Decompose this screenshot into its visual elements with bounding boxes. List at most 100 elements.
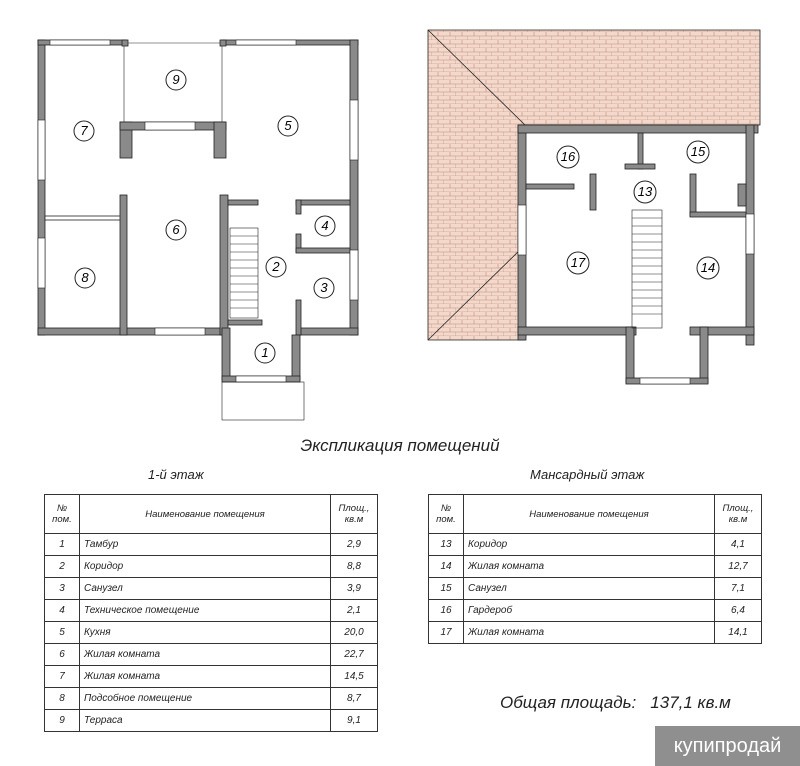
row-number: 1 xyxy=(44,533,80,556)
row-number: 8 xyxy=(44,687,80,710)
row-area: 20,0 xyxy=(330,621,378,644)
row-number: 4 xyxy=(44,599,80,622)
room-label-17: 17 xyxy=(566,251,590,275)
total-label: Общая площадь: xyxy=(500,693,637,712)
floor-plans: 7 9 5 6 4 2 3 8 1 xyxy=(37,29,761,421)
row-area: 2,9 xyxy=(330,533,378,556)
attic-floor-plan xyxy=(427,29,761,385)
row-name: Жилая комната xyxy=(463,555,715,578)
col-name: Наименование помещения xyxy=(79,494,331,534)
col-name: Наименование помещения xyxy=(463,494,715,534)
first-floor-windows xyxy=(37,39,359,383)
first-floor-room-labels: 7 9 5 6 4 2 3 8 1 xyxy=(73,69,336,364)
row-area: 12,7 xyxy=(714,555,762,578)
row-area: 7,1 xyxy=(714,577,762,600)
row-name: Коридор xyxy=(79,555,331,578)
attic-room-labels: 16 15 13 17 14 xyxy=(556,140,720,280)
room-label-5: 5 xyxy=(277,115,299,137)
row-area: 4,1 xyxy=(714,533,762,556)
row-area: 6,4 xyxy=(714,599,762,622)
room-label-15: 15 xyxy=(686,140,710,164)
col-area: Площ., кв.м xyxy=(714,494,762,534)
room-number: 9 xyxy=(172,72,179,87)
room-number: 4 xyxy=(321,218,328,233)
row-name: Техническое помещение xyxy=(79,599,331,622)
row-area: 8,8 xyxy=(330,555,378,578)
room-number: 14 xyxy=(701,260,715,275)
watermark-badge: купипродай xyxy=(655,726,800,766)
row-area: 9,1 xyxy=(330,709,378,732)
room-label-13: 13 xyxy=(633,180,657,204)
col-num: № пом. xyxy=(44,494,80,534)
row-name: Коридор xyxy=(463,533,715,556)
row-name: Гардероб xyxy=(463,599,715,622)
row-number: 15 xyxy=(428,577,464,600)
room-number: 16 xyxy=(561,149,576,164)
room-number: 15 xyxy=(691,144,706,159)
room-number: 2 xyxy=(271,259,280,274)
row-name: Жилая комната xyxy=(463,621,715,644)
room-label-14: 14 xyxy=(696,256,720,280)
room-number: 13 xyxy=(638,184,653,199)
room-number: 6 xyxy=(172,222,180,237)
row-name: Тамбур xyxy=(79,533,331,556)
room-label-4: 4 xyxy=(314,215,336,237)
row-area: 14,1 xyxy=(714,621,762,644)
room-number: 1 xyxy=(261,345,268,360)
room-number: 17 xyxy=(571,255,586,270)
row-name: Жилая комната xyxy=(79,665,331,688)
row-number: 16 xyxy=(428,599,464,622)
row-area: 14,5 xyxy=(330,665,378,688)
col-area: Площ., кв.м xyxy=(330,494,378,534)
row-number: 2 xyxy=(44,555,80,578)
room-number: 7 xyxy=(80,123,88,138)
row-area: 3,9 xyxy=(330,577,378,600)
room-label-6: 6 xyxy=(165,219,187,241)
row-name: Жилая комната xyxy=(79,643,331,666)
attic-label: Мансардный этаж xyxy=(530,467,645,482)
room-number: 8 xyxy=(81,270,89,285)
row-name: Кухня xyxy=(79,621,331,644)
row-area: 22,7 xyxy=(330,643,378,666)
row-number: 13 xyxy=(428,533,464,556)
row-number: 17 xyxy=(428,621,464,644)
room-label-3: 3 xyxy=(313,277,335,299)
attic-table: № пом. Наименование помещения Площ., кв.… xyxy=(428,494,762,644)
total-value: 137,1 кв.м xyxy=(650,693,731,712)
row-name: Санузел xyxy=(463,577,715,600)
row-number: 9 xyxy=(44,709,80,732)
room-label-2: 2 xyxy=(265,256,287,278)
row-number: 14 xyxy=(428,555,464,578)
table-header: № пом. Наименование помещения Площ., кв.… xyxy=(428,494,762,534)
explication-title: Экспликация помещений xyxy=(300,436,500,455)
room-label-9: 9 xyxy=(165,69,187,91)
room-label-1: 1 xyxy=(254,342,276,364)
room-label-7: 7 xyxy=(73,120,95,142)
total-area: Общая площадь: 137,1 кв.м xyxy=(500,693,731,713)
col-num: № пом. xyxy=(428,494,464,534)
row-area: 2,1 xyxy=(330,599,378,622)
room-label-8: 8 xyxy=(74,267,96,289)
table-header: № пом. Наименование помещения Площ., кв.… xyxy=(44,494,378,534)
room-label-16: 16 xyxy=(556,145,580,169)
room-number: 3 xyxy=(320,280,328,295)
row-number: 3 xyxy=(44,577,80,600)
room-number: 5 xyxy=(284,118,292,133)
row-name: Подсобное помещение xyxy=(79,687,331,710)
terrace-railing xyxy=(123,42,305,421)
row-name: Санузел xyxy=(79,577,331,600)
row-number: 5 xyxy=(44,621,80,644)
